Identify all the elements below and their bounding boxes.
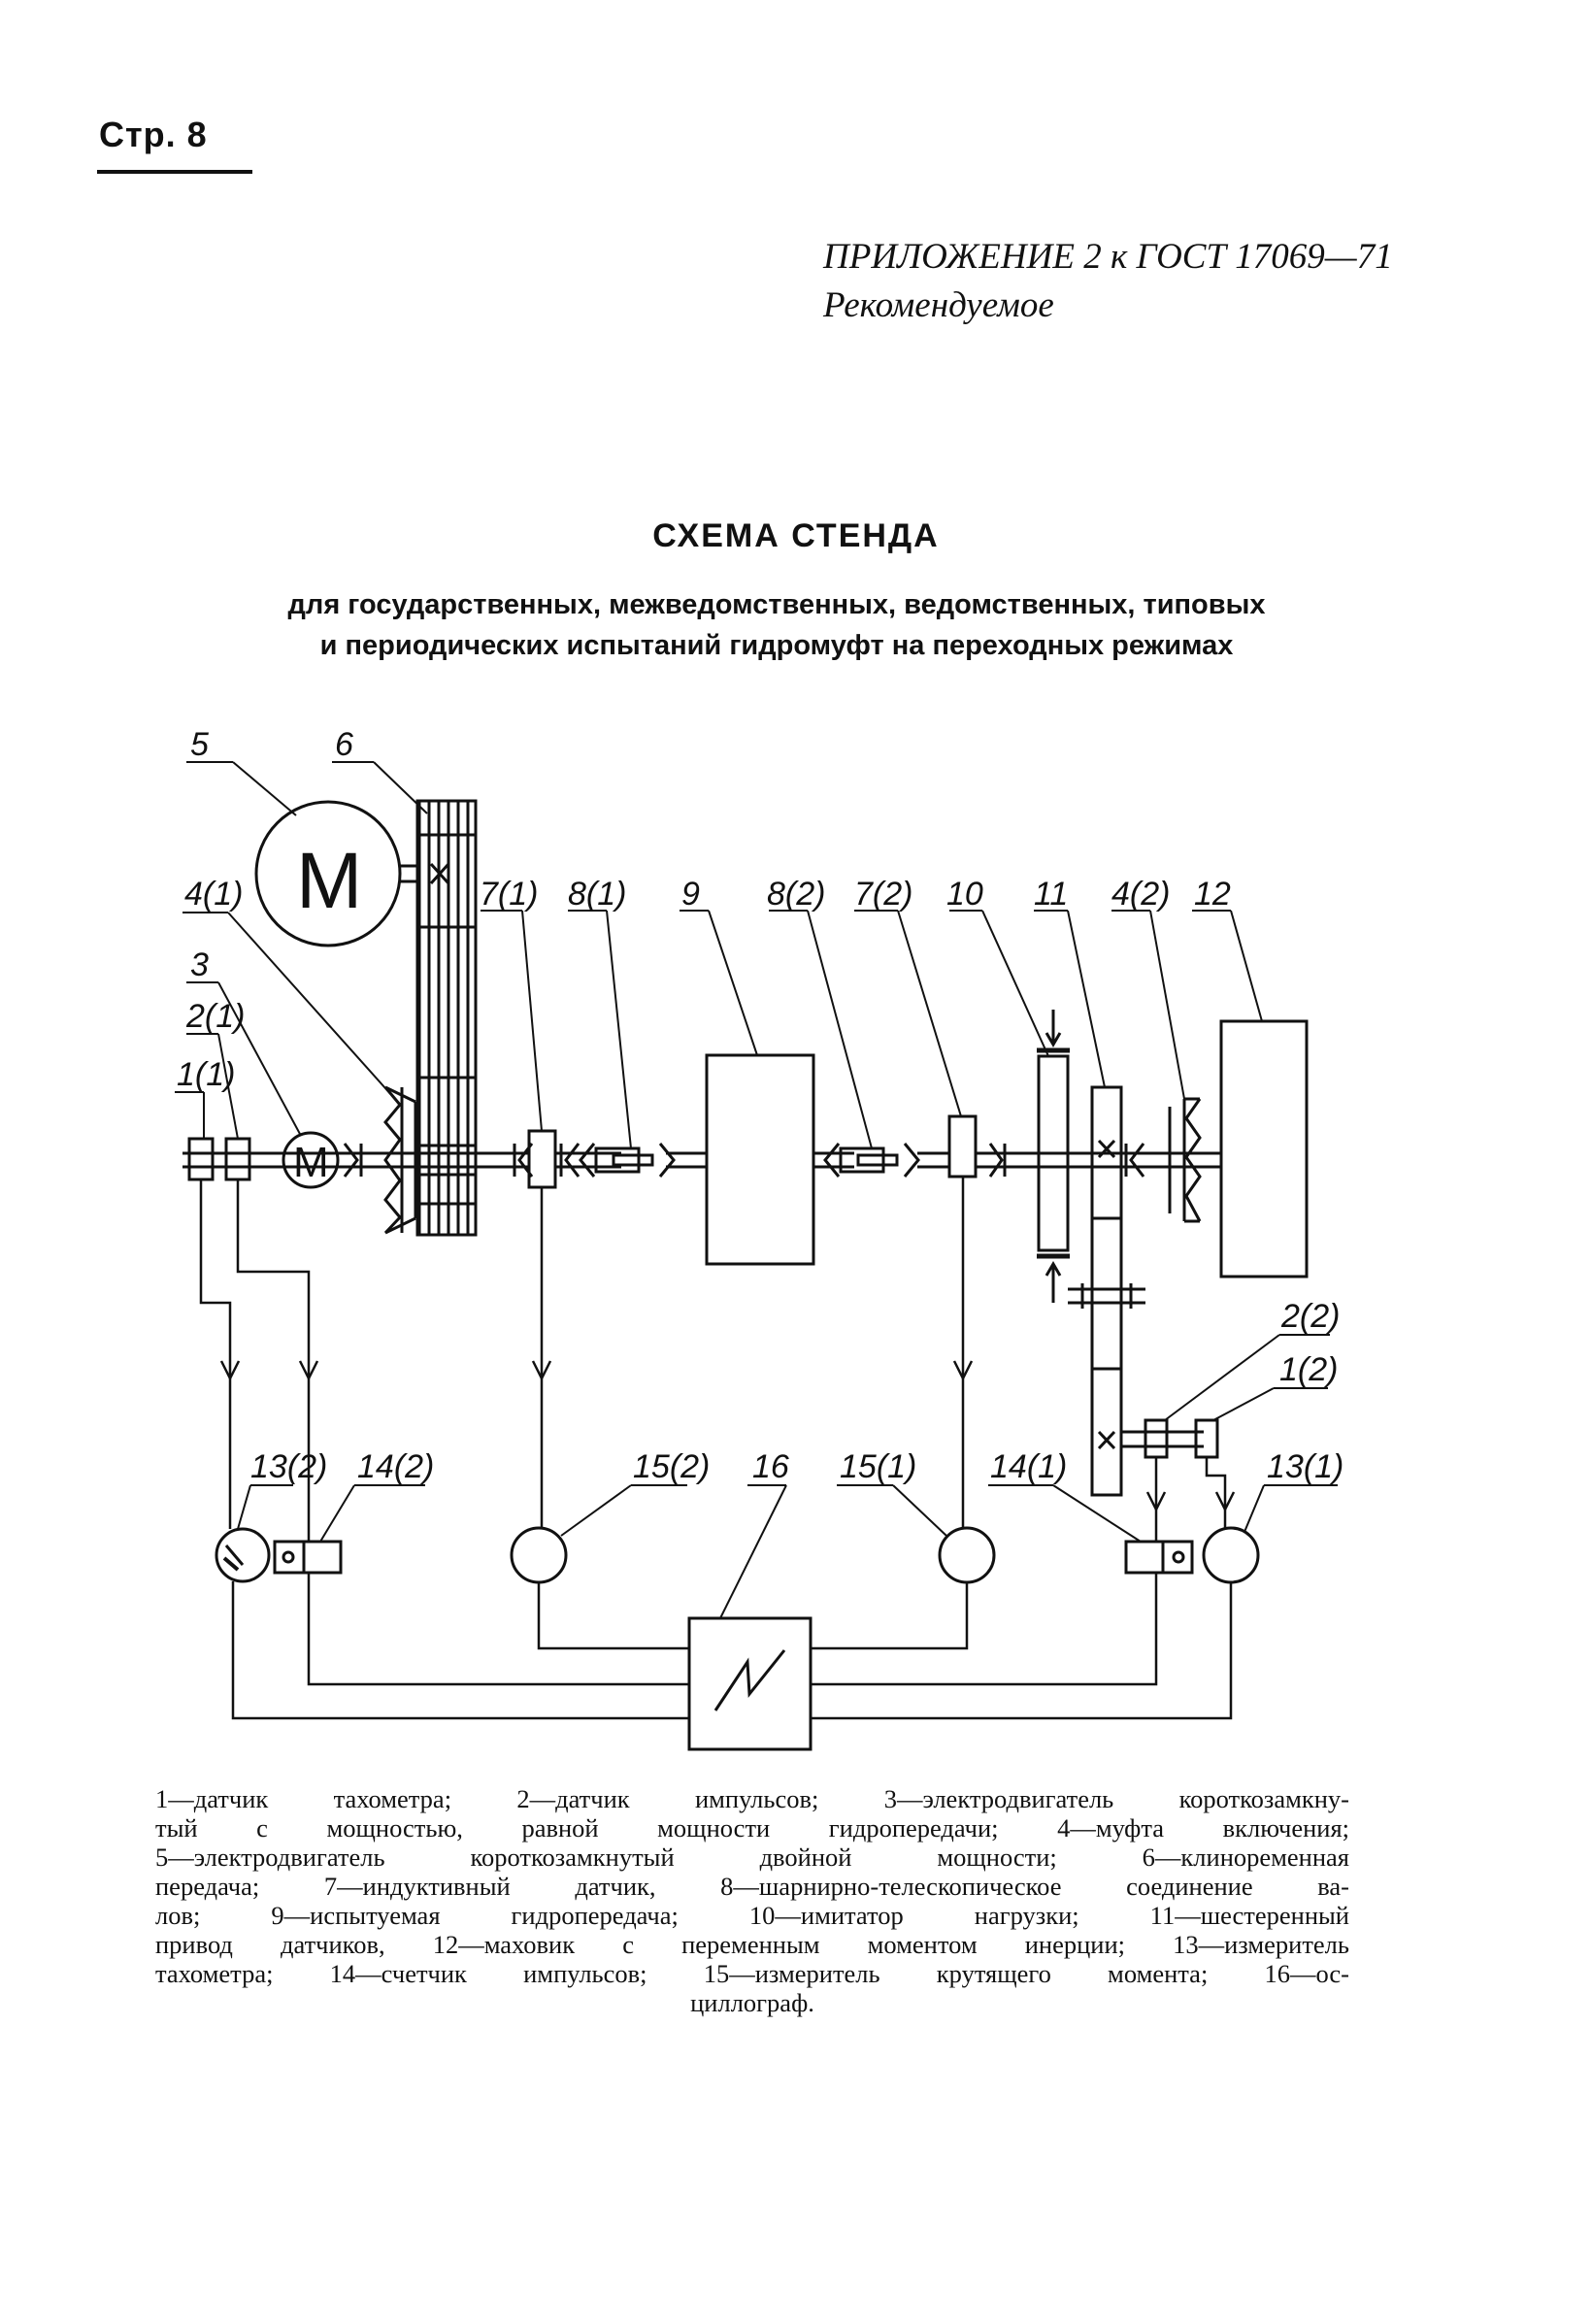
- label-4-2: 4(2): [1111, 876, 1170, 913]
- motor-5-symbol: M: [296, 837, 362, 925]
- label-13-1: 13(1): [1267, 1448, 1343, 1485]
- diagram-legend: 1—датчик тахометра; 2—датчик импульсов; …: [155, 1784, 1349, 2017]
- clutch-4-1: [383, 1085, 417, 1235]
- telescopic-joint-8-2: [823, 1143, 920, 1178]
- label-7-1: 7(1): [480, 876, 538, 913]
- label-1-1: 1(1): [177, 1056, 235, 1093]
- legend-line-2: тый с мощностью, равной мощности гидропе…: [155, 1813, 1349, 1843]
- tachometer-sensor-1-2: [1194, 1418, 1219, 1459]
- label-13-2: 13(2): [250, 1448, 327, 1485]
- pulse-sensor-2-1: [224, 1137, 251, 1181]
- coupling-small-7-2: [988, 1143, 1007, 1178]
- appendix-status: Рекомендуемое: [823, 285, 1054, 325]
- label-14-1: 14(1): [990, 1448, 1067, 1485]
- label-4-1: 4(1): [184, 876, 243, 913]
- inductive-sensor-7-1: [527, 1129, 557, 1189]
- legend-line-4: передача; 7—индуктивный датчик, 8—шарнир…: [155, 1872, 1349, 1901]
- label-16: 16: [752, 1448, 789, 1485]
- legend-line-6: привод датчиков, 12—маховик с переменным…: [155, 1930, 1349, 1959]
- tested-hydrotransmission-9: [705, 1053, 815, 1266]
- label-5: 5: [190, 726, 209, 763]
- clutch-4-2: [1168, 1097, 1202, 1223]
- legend-line-7: тахометра; 14—счетчик импульсов; 15—изме…: [155, 1959, 1349, 1988]
- belt-pulley-hub: [417, 1144, 476, 1177]
- coupling-small-left: [343, 1143, 363, 1178]
- inductive-sensor-7-2: [947, 1114, 978, 1179]
- legend-line-8: циллограф.: [690, 1988, 814, 2017]
- label-11: 11: [1034, 876, 1068, 913]
- flywheel-12: [1219, 1019, 1309, 1278]
- pulse-counter-14-2: [273, 1540, 343, 1575]
- label-14-2: 14(2): [357, 1448, 434, 1485]
- page-number-underline: [97, 170, 252, 174]
- subtitle-line-2: и периодических испытаний гидромуфт на п…: [319, 630, 1234, 661]
- coupling-small-7-1: [559, 1143, 580, 1178]
- oscillograph-16: [687, 1616, 813, 1751]
- label-7-2: 7(2): [854, 876, 912, 913]
- label-15-1: 15(1): [840, 1448, 916, 1485]
- label-9: 9: [681, 876, 700, 913]
- v-belt-drive-6: [415, 799, 478, 1237]
- label-2-1: 2(1): [185, 998, 245, 1035]
- torque-meter-15-1: [938, 1526, 996, 1584]
- gear-drive-11: [1068, 1085, 1145, 1497]
- legend-line-3: 5—электродвигатель короткозамкнутый двой…: [155, 1843, 1349, 1872]
- label-8-1: 8(1): [568, 876, 626, 913]
- pulse-sensor-2-2: [1144, 1418, 1169, 1459]
- appendix-title: ПРИЛОЖЕНИЕ 2 к ГОСТ 17069—71: [823, 237, 1393, 277]
- load-simulator-10: [1037, 1010, 1070, 1303]
- motor-3-symbol: M: [293, 1139, 329, 1186]
- test-stand-diagram: M M: [175, 726, 1343, 1751]
- telescopic-joint-8-1: [579, 1143, 676, 1178]
- signal-lines: [199, 1177, 1236, 1720]
- tachometer-sensor-1-1: [187, 1137, 215, 1181]
- main-shaft-right: [813, 1151, 1221, 1169]
- torque-meter-15-2: [510, 1526, 568, 1584]
- pulse-counter-14-1: [1124, 1540, 1194, 1575]
- leader-lines: [175, 761, 1338, 1619]
- label-6: 6: [335, 726, 353, 763]
- diagram-labels: 5 6 4(1) 3 2(1) 1(1) 7(1) 8(1) 9 8(2) 7(…: [177, 726, 1343, 1485]
- legend-line-1: 1—датчик тахометра; 2—датчик импульсов; …: [155, 1784, 1349, 1813]
- subtitle-line-1: для государственных, межведомственных, в…: [287, 589, 1266, 620]
- document-subtitle: для государственных, межведомственных, в…: [146, 584, 1408, 666]
- label-12: 12: [1194, 876, 1231, 913]
- motor-5: M: [254, 800, 417, 947]
- document-title: СХЕМА СТЕНДА: [652, 517, 940, 554]
- appendix-reference: ПРИЛОЖЕНИЕ 2 к ГОСТ 17069—71 Рекомендуем…: [823, 233, 1393, 330]
- tachometer-meter-13-1: [1202, 1526, 1260, 1584]
- label-2-2: 2(2): [1280, 1298, 1340, 1335]
- page-number: Стр. 8: [99, 115, 208, 154]
- label-8-2: 8(2): [767, 876, 825, 913]
- label-1-2: 1(2): [1279, 1351, 1338, 1388]
- motor-3: M: [282, 1131, 340, 1189]
- label-15-2: 15(2): [633, 1448, 710, 1485]
- tachometer-meter-13-2: [215, 1527, 271, 1583]
- sensor-shaft-right: [1121, 1418, 1219, 1459]
- legend-line-5: лов; 9—испытуемая гидропередача; 10—имит…: [155, 1901, 1349, 1930]
- coupling-small-11: [1124, 1143, 1145, 1178]
- label-3: 3: [190, 946, 209, 983]
- label-10: 10: [946, 876, 983, 913]
- main-shaft-left: [182, 1151, 707, 1169]
